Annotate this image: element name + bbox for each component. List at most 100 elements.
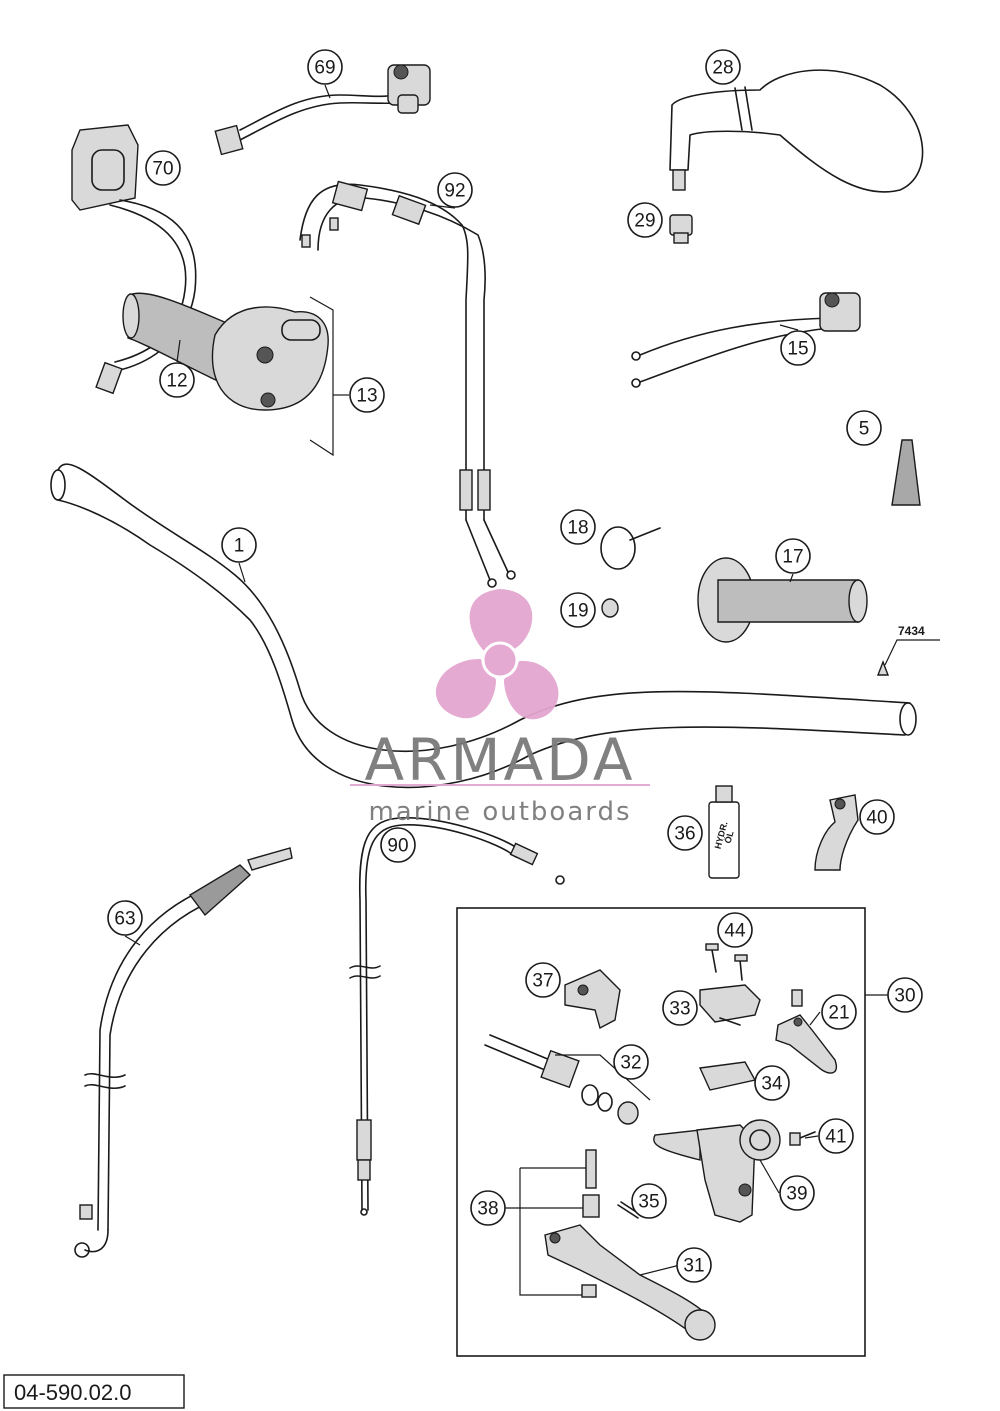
callout-circle <box>818 1118 854 1154</box>
callout-label: 35 <box>638 1192 659 1213</box>
document-number: 04-590.02.0 <box>14 1380 131 1405</box>
callout-label: 63 <box>114 909 135 930</box>
callout-circle <box>613 1044 649 1080</box>
pin-38 <box>505 1149 600 1298</box>
callout-13: 13 <box>349 377 385 413</box>
callout-30: 30 <box>887 977 923 1013</box>
callout-12: 12 <box>159 362 195 398</box>
ref-7434: 7434 <box>876 624 940 676</box>
callout-17: 17 <box>775 538 811 574</box>
callout-5: 5 <box>846 410 882 446</box>
hose-63 <box>74 847 293 1258</box>
callout-19: 19 <box>560 592 596 628</box>
callout-circle <box>754 1065 790 1101</box>
callout-label: 38 <box>477 1199 498 1220</box>
callout-18: 18 <box>560 509 596 545</box>
callout-circle <box>667 815 703 851</box>
callout-32: 32 <box>613 1044 649 1080</box>
callout-label: 19 <box>567 601 588 622</box>
callout-circle <box>159 362 195 398</box>
brake-lever-31 <box>544 1224 716 1341</box>
callout-circle <box>779 1175 815 1211</box>
callout-label: 17 <box>782 547 803 568</box>
callout-circle <box>775 538 811 574</box>
callout-circle <box>560 509 596 545</box>
callout-circle <box>676 1247 712 1283</box>
callout-label: 69 <box>314 58 335 79</box>
callout-label: 37 <box>532 971 553 992</box>
callout-21: 21 <box>821 994 857 1030</box>
callout-35: 35 <box>631 1183 667 1219</box>
cable-90 <box>349 817 565 1216</box>
watermark-brand: ARMADA <box>364 726 635 794</box>
callout-circle <box>307 49 343 85</box>
callout-63: 63 <box>107 900 143 936</box>
callout-circle <box>859 799 895 835</box>
callout-circle <box>380 827 416 863</box>
adapter-29 <box>669 214 693 244</box>
callout-label: 12 <box>166 371 187 392</box>
callout-label: 30 <box>894 986 915 1007</box>
callout-label: 15 <box>787 339 808 360</box>
callout-41: 41 <box>818 1118 854 1154</box>
switch-69 <box>214 64 431 156</box>
callout-label: 1 <box>234 536 245 557</box>
grip-17 <box>697 557 868 643</box>
callout-circle <box>780 330 816 366</box>
callout-circle <box>631 1183 667 1219</box>
callout-circle <box>662 990 698 1026</box>
callout-label: 40 <box>866 808 887 829</box>
callout-label: 5 <box>859 419 870 440</box>
reservoir-cover-33 <box>699 984 761 1026</box>
document-number-box: 04-590.02.0 <box>3 1374 185 1409</box>
master-cylinder-39 <box>653 1119 781 1223</box>
callout-circle <box>145 150 181 186</box>
callout-label: 70 <box>152 159 173 180</box>
callout-circle <box>470 1190 506 1226</box>
callout-90: 90 <box>380 827 416 863</box>
callout-label: 39 <box>786 1184 807 1205</box>
throttle-cables <box>299 180 516 588</box>
callout-circle <box>846 410 882 446</box>
callout-label: 13 <box>356 386 377 407</box>
callout-label: 21 <box>828 1003 849 1024</box>
callout-label: 29 <box>634 211 655 232</box>
callout-group: 6970922829151213511817199036406344373033… <box>107 49 923 1283</box>
screws-44 <box>705 943 748 981</box>
propeller-icon <box>436 588 559 720</box>
callout-circle <box>525 962 561 998</box>
watermark-logo: ARMADA marine outboards <box>350 588 650 827</box>
callout-circle <box>221 527 257 563</box>
callout-circle <box>821 994 857 1030</box>
mirror-28 <box>669 69 924 193</box>
callout-38: 38 <box>470 1190 506 1226</box>
switch-70 <box>71 124 197 395</box>
callout-circle <box>107 900 143 936</box>
callout-29: 29 <box>627 202 663 238</box>
callout-40: 40 <box>859 799 895 835</box>
callout-28: 28 <box>705 49 741 85</box>
cable-tie-18 <box>600 526 661 570</box>
callout-circle <box>717 912 753 948</box>
callout-label: 32 <box>620 1053 641 1074</box>
ref-code-label: 7434 <box>898 624 925 638</box>
svg-text:ÖL: ÖL <box>723 829 736 844</box>
callout-70: 70 <box>145 150 181 186</box>
brake-kit-box <box>456 907 889 1357</box>
callout-1: 1 <box>221 527 257 563</box>
callout-label: 90 <box>387 836 408 857</box>
part-5 <box>891 439 921 506</box>
callout-37: 37 <box>525 962 561 998</box>
callout-circle <box>627 202 663 238</box>
callout-33: 33 <box>662 990 698 1026</box>
handlebar <box>50 463 917 789</box>
piston-32 <box>484 1034 651 1125</box>
leader-lines <box>124 84 821 1194</box>
callout-36: 36 <box>667 815 703 851</box>
callout-label: 92 <box>444 181 465 202</box>
callout-label: 41 <box>825 1127 846 1148</box>
switch-15 <box>631 292 861 388</box>
part-37 <box>564 969 621 1030</box>
clamp-40 <box>814 794 859 871</box>
